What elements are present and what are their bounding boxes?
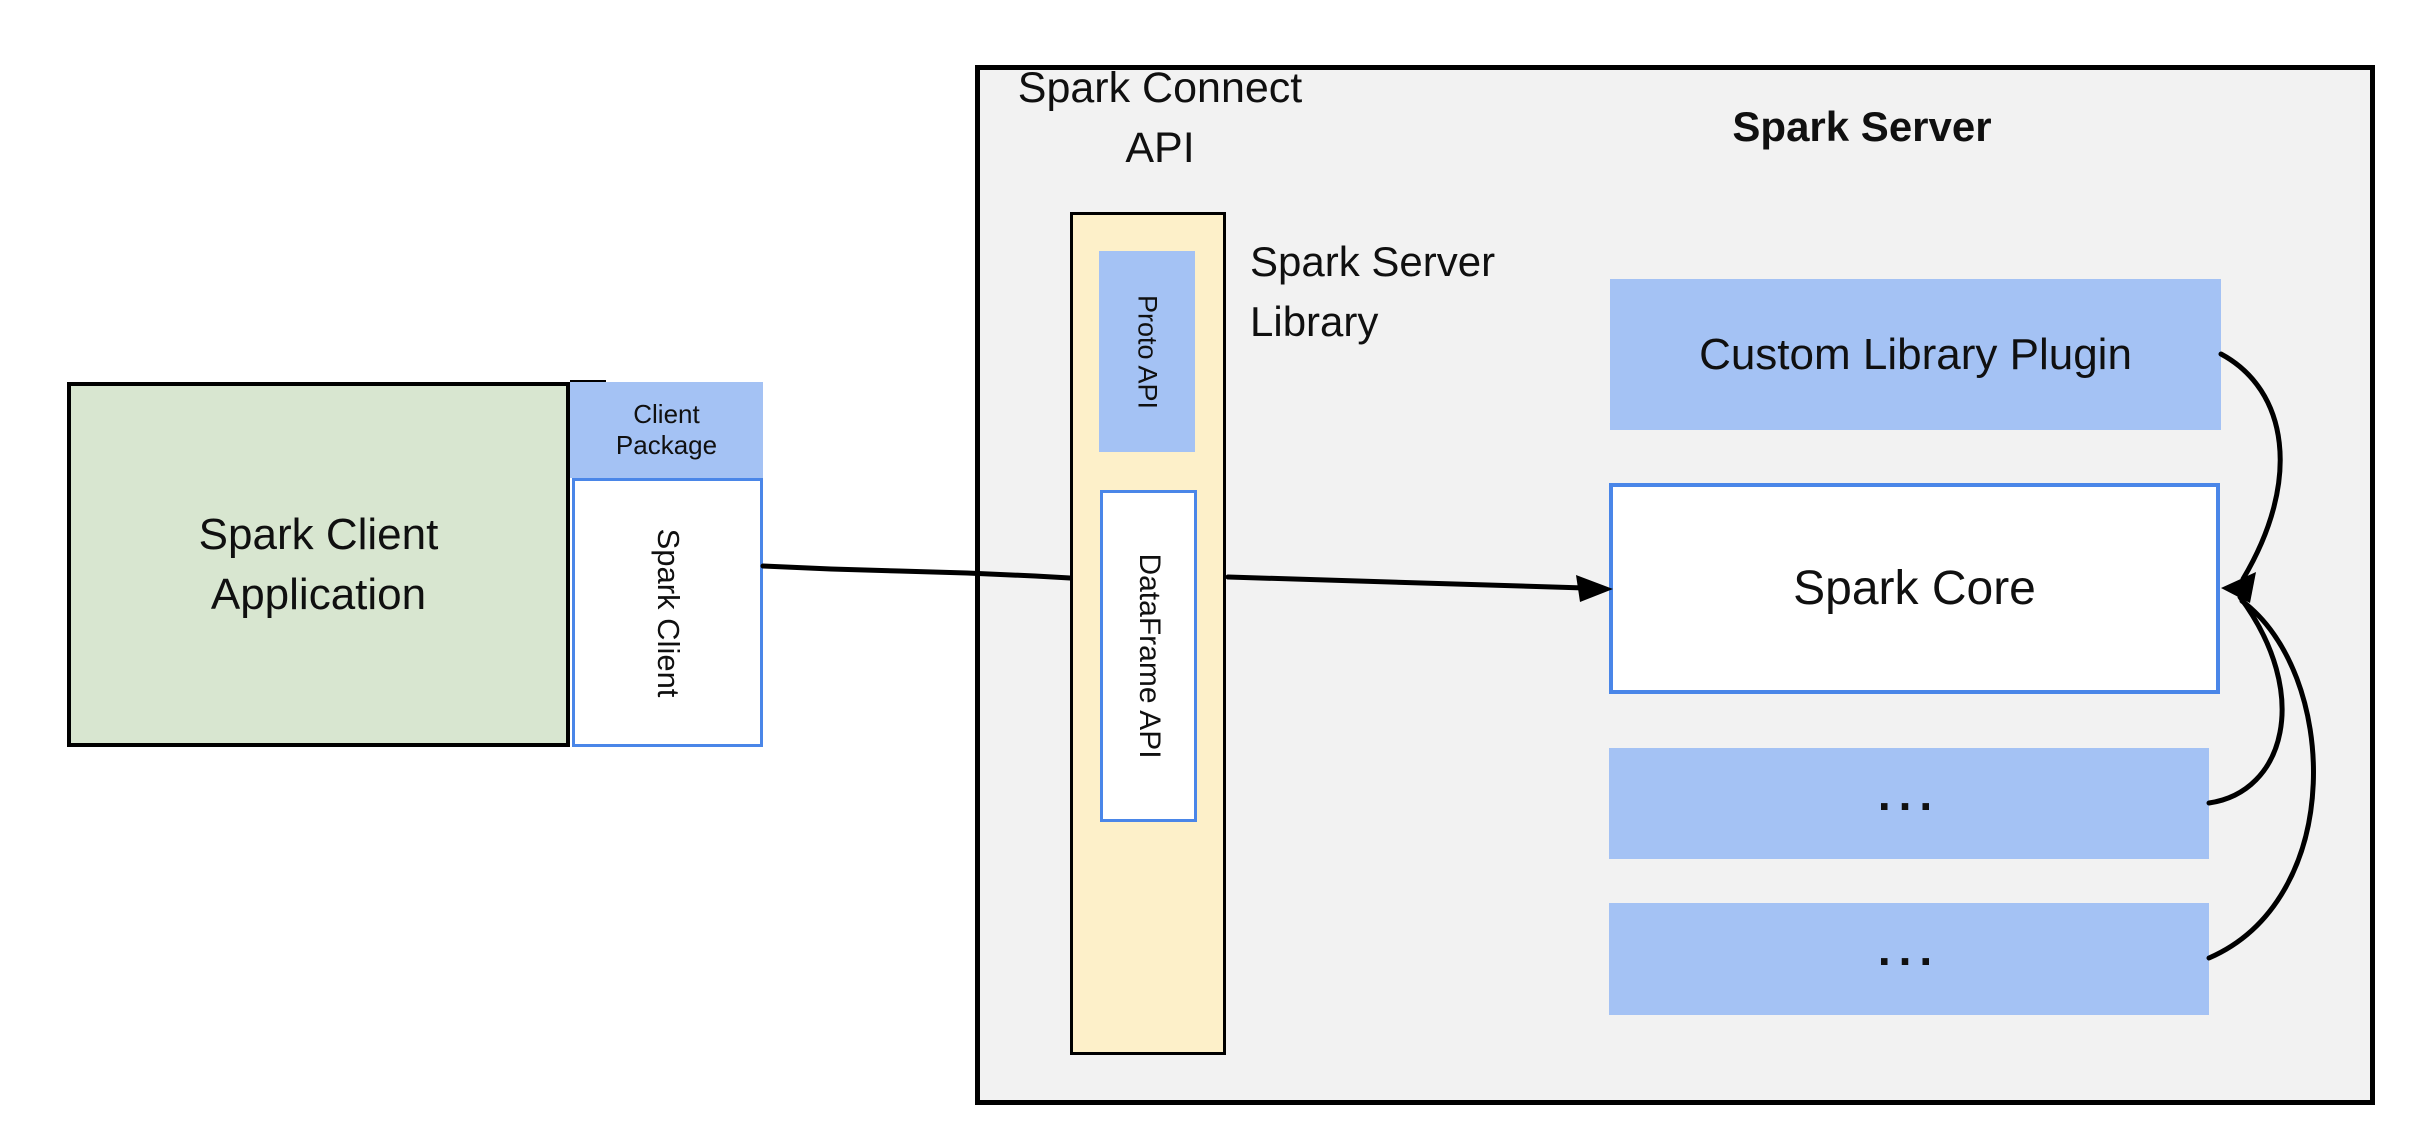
client-package-box: Client Package [570, 382, 763, 478]
spark-server-title: Spark Server [1732, 103, 1992, 150]
spark-server-library-label: Spark Server Library [1250, 238, 1496, 345]
plugin-slot-1-label: ... [1877, 767, 1941, 820]
proto-api-label: Proto API [1132, 294, 1163, 409]
spark-connect-api-label: Spark Connect API [1017, 64, 1303, 172]
plugin-slot-1-box: ... [1609, 748, 2209, 859]
proto-api-box: Proto API [1099, 251, 1195, 452]
spark-client-application-box: Spark Client Application [67, 382, 570, 747]
plugin-slot-2-box: ... [1609, 903, 2209, 1015]
spark-client-label: Spark Client [650, 528, 686, 697]
client-package-label: Client Package [615, 399, 718, 460]
dataframe-api-box: DataFrame API [1100, 490, 1197, 822]
spark-core-label: Spark Core [1793, 562, 2036, 615]
plugin-slot-2-label: ... [1877, 923, 1941, 975]
spark-core-box: Spark Core [1609, 483, 2220, 694]
dataframe-api-label: DataFrame API [1132, 553, 1166, 759]
spark-client-box: Spark Client [572, 478, 763, 747]
custom-library-plugin-box: Custom Library Plugin [1610, 279, 2221, 430]
custom-library-plugin-label: Custom Library Plugin [1699, 329, 2132, 379]
spark-client-application-label: Spark Client Application [198, 509, 439, 619]
